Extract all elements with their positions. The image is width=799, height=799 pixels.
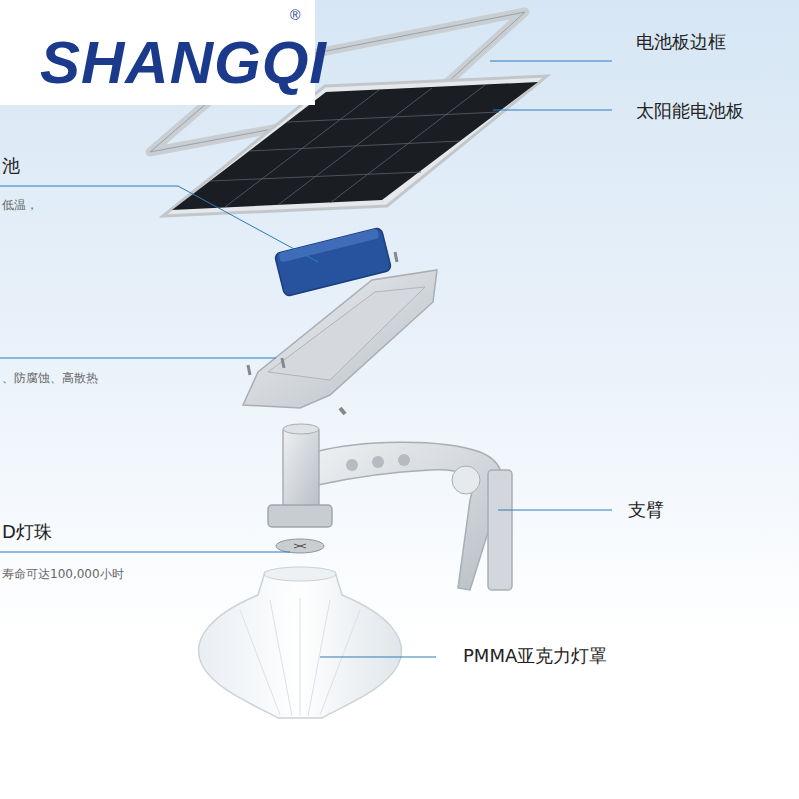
part-name: 电池板边框 (636, 32, 726, 52)
registered-mark: ® (290, 8, 300, 23)
feature-note: 低温， (2, 199, 38, 212)
leader-lines (0, 61, 612, 657)
led-disc (276, 539, 324, 553)
feature-note: 寿命可达100,000小时 (2, 568, 124, 581)
brand-logo: SHANGQI (40, 30, 327, 96)
part-name: 太阳能电池板 (636, 101, 744, 121)
screw (395, 252, 397, 262)
part-name: 支臂 (628, 500, 664, 520)
feature-note: 、防腐蚀、高散热 (2, 372, 98, 385)
part-name: 池 (2, 156, 20, 176)
pmma-shade (199, 567, 402, 718)
support-arm (268, 424, 512, 590)
part-name: D灯珠 (2, 522, 52, 542)
lamp-housing (243, 270, 437, 414)
part-name: PMMA亚克力灯罩 (463, 646, 607, 666)
